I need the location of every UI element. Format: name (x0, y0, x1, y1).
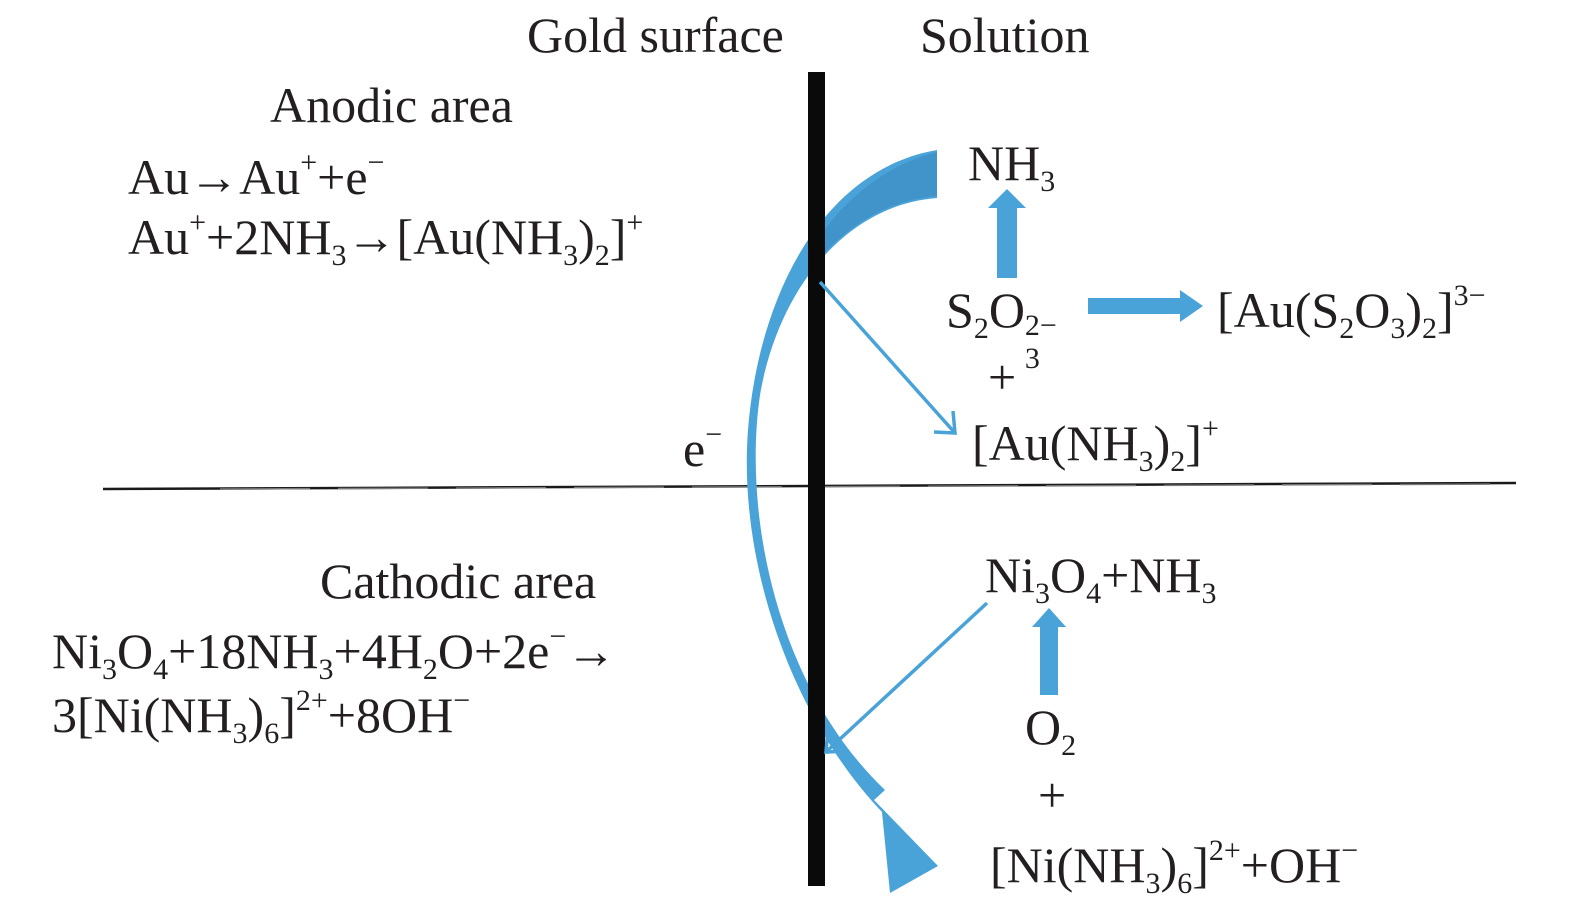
gold-surface-label: Gold surface (527, 7, 784, 63)
oxygen-molecule: O2 (1025, 699, 1077, 762)
electron-flow-arrow-shade (810, 152, 937, 258)
cathodic-equation-2: 3[Ni(NH3)6]2++8OH− (52, 683, 471, 750)
anodic-area-title: Anodic area (270, 77, 513, 133)
electron-label: e− (683, 417, 723, 477)
gold-thiosulfate-complex: [Au(S2O3)2]3− (1217, 278, 1486, 345)
thin-arrow-to-surface (824, 601, 989, 754)
arrow-up-to-ni3o4 (1032, 608, 1066, 695)
gold-ammine-complex: [Au(NH3)2]+ (972, 411, 1219, 478)
cathodic-equation-1: Ni3O4+18NH3+4H2O+2e−→ (52, 619, 617, 686)
cathodic-area-title: Cathodic area (320, 553, 597, 609)
thin-arrow-to-surface-head (824, 728, 850, 754)
thin-arrow-to-au-ammine-head (933, 410, 957, 435)
plus-sign-cathodic: + (1038, 767, 1067, 823)
anodic-equation-1: Au→Au++e− (128, 145, 385, 205)
anodic-equation-2: Au++2NH3→[Au(NH3)2]+ (128, 205, 644, 272)
arrow-right-to-au-thiosulfate (1088, 290, 1203, 322)
area-divider-shade (219, 483, 1517, 490)
solution-label: Solution (920, 7, 1090, 63)
gold-surface-bar (808, 72, 825, 886)
thin-arrow-to-au-ammine (818, 280, 957, 435)
arrow-up-to-nh3 (988, 189, 1026, 278)
plus-sign-anodic: + (988, 349, 1017, 405)
nh3-product: NH3 (968, 135, 1056, 198)
nickel-oxide-plus-ammonia: Ni3O4+NH3 (985, 547, 1217, 610)
nickel-ammine-plus-hydroxide: [Ni(NH3)6]2++OH− (990, 833, 1359, 900)
electron-flow-arrow (746, 150, 938, 893)
